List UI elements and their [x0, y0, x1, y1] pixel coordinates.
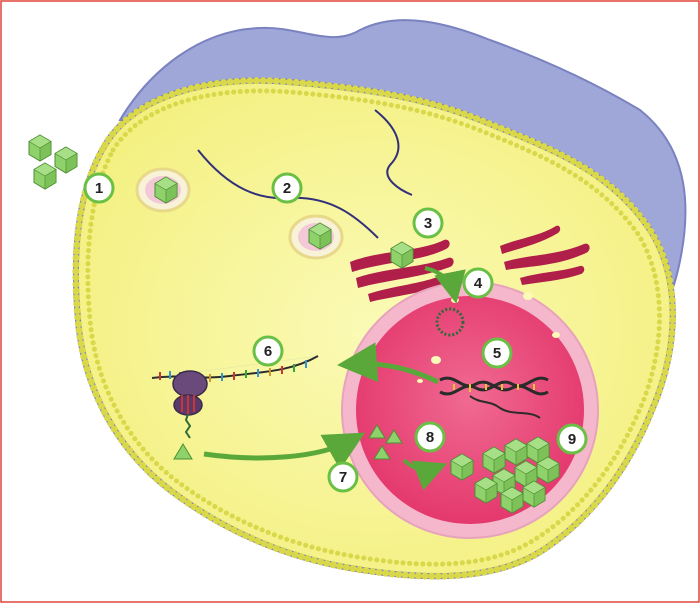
- arrow-to-nucleus: [424, 266, 466, 304]
- step-badge: [481, 337, 513, 369]
- step-badge: [414, 421, 446, 453]
- step-badge: [252, 335, 284, 367]
- step-number: 3: [424, 215, 432, 232]
- arrow-assembly: [402, 458, 448, 491]
- nucleus: [356, 296, 584, 524]
- arrow-mrna-export: [337, 342, 440, 385]
- microtubule: [374, 109, 413, 196]
- endosome-icon: [288, 214, 344, 260]
- step-number: 7: [339, 469, 347, 486]
- endosome-icon: [135, 167, 191, 213]
- step-label-7: 7: [327, 461, 359, 493]
- step-badge: [327, 461, 359, 493]
- step-label-3: 3: [412, 207, 444, 239]
- step-label-2: 2: [271, 172, 303, 204]
- membrane-beads: [72, 77, 677, 580]
- ribosome-icon: [172, 370, 208, 439]
- step-number: 5: [493, 345, 501, 362]
- step-badge: [462, 267, 494, 299]
- step-number: 1: [95, 180, 103, 197]
- step-number: 6: [264, 343, 272, 360]
- step-badge: [83, 172, 115, 204]
- step-number: 9: [568, 431, 576, 448]
- capsid-protein-triangle-icon: [368, 424, 403, 460]
- step-label-8: 8: [414, 421, 446, 453]
- step-number: 4: [474, 275, 483, 292]
- step-label-6: 6: [252, 335, 284, 367]
- step-label-5: 5: [481, 337, 513, 369]
- circular-genome-icon: [435, 307, 465, 337]
- step-badge: [412, 207, 444, 239]
- step-number: 2: [283, 180, 291, 197]
- step-number: 8: [426, 429, 434, 446]
- dna-double-helix-icon: [439, 376, 549, 419]
- arrow-protein-import: [203, 432, 366, 470]
- step-badge: [271, 172, 303, 204]
- step-label-9: 9: [556, 423, 588, 455]
- step-label-4: 4: [462, 267, 494, 299]
- capsid-protein-triangle-icon: [173, 443, 193, 460]
- step-label-1: 1: [83, 172, 115, 204]
- membrane-beads-inner: [85, 88, 662, 567]
- step-badge: [556, 423, 588, 455]
